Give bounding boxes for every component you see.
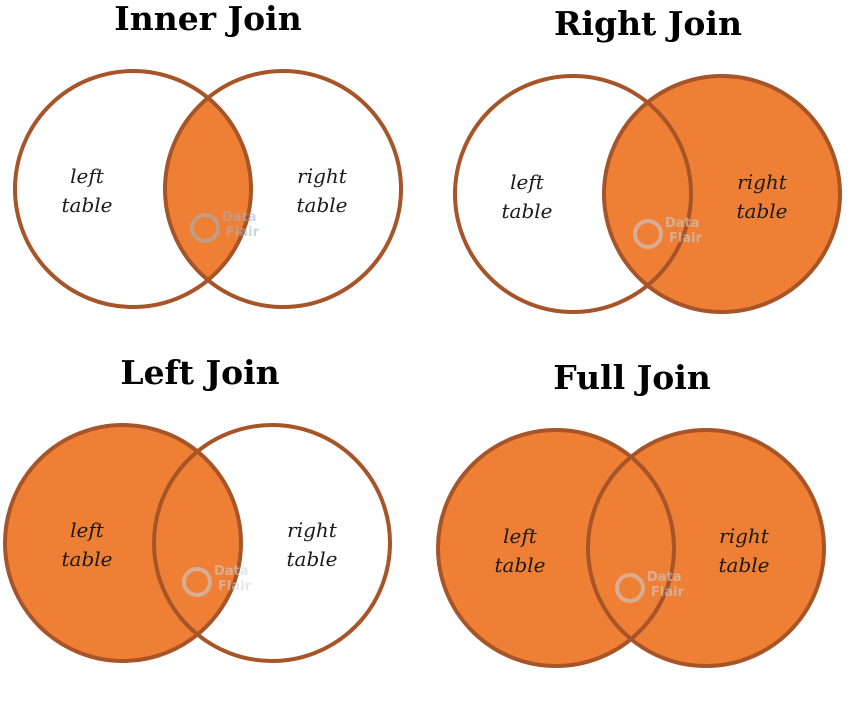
- watermark-line2: Flair: [651, 585, 685, 600]
- left-join-intersection: [154, 425, 241, 661]
- full-join-left-label-line2: table: [495, 553, 546, 577]
- inner-join-right-label-line1: right: [297, 164, 348, 188]
- right-join-right-label-line2: table: [737, 199, 788, 223]
- watermark-logo: Data Flair: [633, 216, 703, 249]
- full-join-right-label-line1: right: [719, 524, 770, 548]
- watermark-logo: Data Flair: [182, 564, 252, 597]
- left-join-left-label-line2: table: [62, 547, 113, 571]
- right-join-right-outline: [602, 74, 842, 314]
- left-join-title: Left Join: [120, 353, 279, 392]
- full-join-left-label-line1: left: [503, 524, 538, 548]
- right-join-left-outline: [453, 74, 693, 314]
- inner-join-right-outline: [163, 69, 403, 309]
- left-join-right-label-line1: right: [287, 518, 338, 542]
- full-join-right-label-line2: table: [719, 553, 770, 577]
- inner-join-intersection: [165, 71, 251, 307]
- right-join-right-label-line1: right: [737, 170, 788, 194]
- watermark-line1: Data: [665, 216, 700, 231]
- right-join-title: Right Join: [554, 4, 742, 43]
- full-join-diagram: Full Join left table right table Data Fl…: [436, 358, 826, 668]
- left-join-right-outline: [152, 423, 392, 663]
- inner-join-diagram: Inner Join left table right table Data F…: [13, 0, 403, 309]
- inner-join-left-label-line2: table: [62, 193, 113, 217]
- watermark-logo: Data Flair: [190, 210, 260, 243]
- full-join-right-outline: [586, 428, 826, 668]
- watermark-line1: Data: [222, 210, 257, 225]
- full-join-title: Full Join: [553, 358, 711, 397]
- left-join-left-label-line1: left: [70, 518, 105, 542]
- inner-join-title: Inner Join: [114, 0, 301, 38]
- left-join-diagram: Left Join left table right table Data Fl…: [3, 353, 392, 663]
- right-join-right-circle: [604, 76, 840, 312]
- watermark-line2: Flair: [669, 231, 703, 246]
- watermark-line1: Data: [647, 570, 682, 585]
- right-join-left-label-line2: table: [502, 199, 553, 223]
- inner-join-left-label-line1: left: [70, 164, 105, 188]
- left-join-right-label-line2: table: [287, 547, 338, 571]
- full-join-right-circle: [588, 430, 824, 666]
- left-join-left-outline: [3, 423, 243, 663]
- inner-join-left-outline: [13, 69, 253, 309]
- watermark-line2: Flair: [226, 225, 260, 240]
- watermark-line2: Flair: [218, 579, 252, 594]
- watermark-line1: Data: [214, 564, 249, 579]
- right-join-left-label-line1: left: [510, 170, 545, 194]
- inner-join-right-label-line2: table: [297, 193, 348, 217]
- full-join-left-outline: [436, 428, 676, 668]
- watermark-logo: Data Flair: [615, 570, 685, 603]
- right-join-diagram: Right Join left table right table Data F…: [453, 4, 842, 314]
